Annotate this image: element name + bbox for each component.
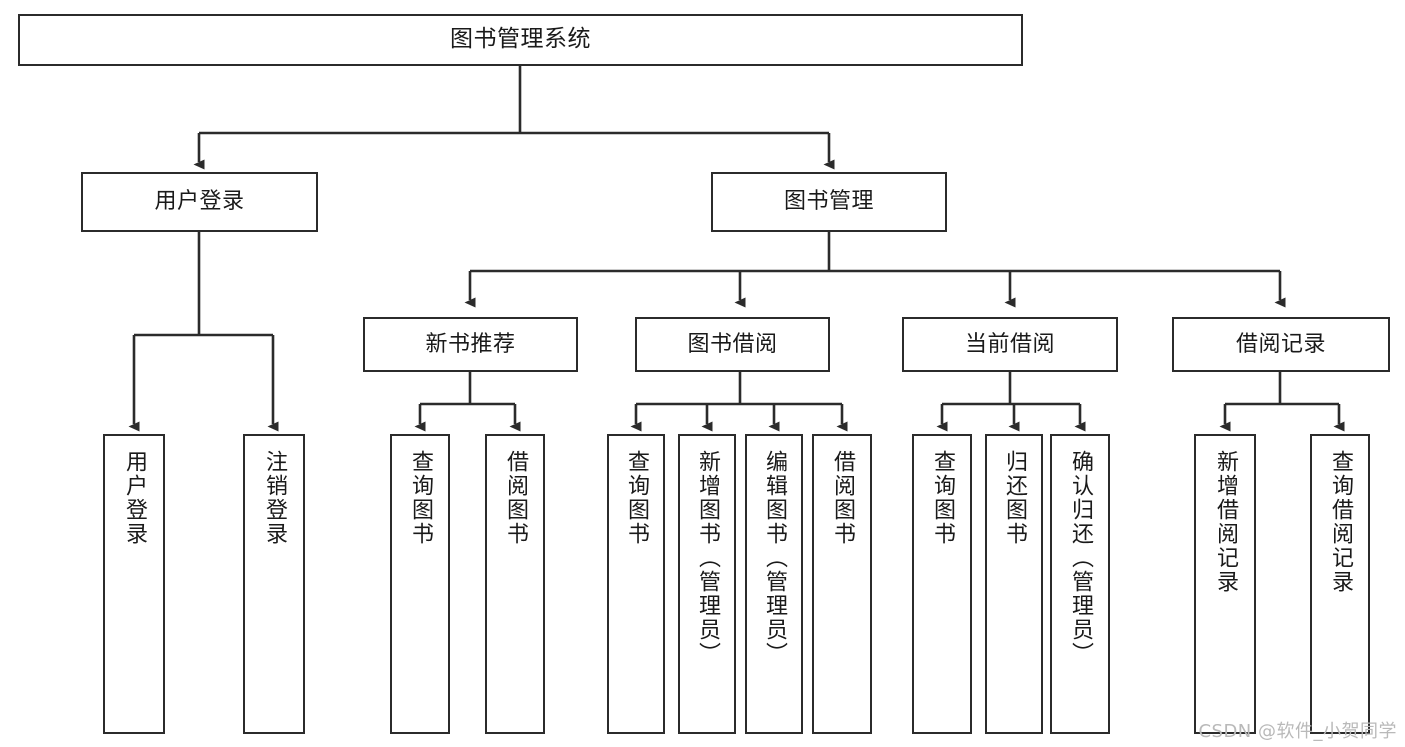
leaf-user-login[interactable]: 用户登录 <box>103 434 165 734</box>
node-root-system-label: 图书管理系统 <box>450 26 591 53</box>
node-user-login-label: 用户登录 <box>154 189 245 215</box>
leaf-add-record-label: 新增借阅记录 <box>1213 450 1238 594</box>
node-book-management[interactable]: 图书管理 <box>711 172 947 232</box>
leaf-user-login-label: 用户登录 <box>122 450 147 546</box>
leaf-query-book-1-label: 查询图书 <box>408 450 433 546</box>
node-current-borrow-label: 当前借阅 <box>964 331 1055 357</box>
leaf-query-record-label: 查询借阅记录 <box>1328 450 1353 594</box>
node-borrow-record[interactable]: 借阅记录 <box>1172 317 1390 372</box>
leaf-confirm-return[interactable]: 确认归还（管理员） <box>1050 434 1110 734</box>
leaf-query-book-2-label: 查询图书 <box>624 450 649 546</box>
node-user-login[interactable]: 用户登录 <box>81 172 318 232</box>
node-current-borrow[interactable]: 当前借阅 <box>902 317 1118 372</box>
leaf-edit-book[interactable]: 编辑图书（管理员） <box>745 434 803 734</box>
leaf-edit-book-label: 编辑图书（管理员） <box>762 450 787 666</box>
node-root-system[interactable]: 图书管理系统 <box>18 14 1023 66</box>
leaf-query-record[interactable]: 查询借阅记录 <box>1310 434 1370 734</box>
leaf-logout-login-label: 注销登录 <box>262 450 287 546</box>
leaf-query-book-2[interactable]: 查询图书 <box>607 434 665 734</box>
node-new-book-recommend-label: 新书推荐 <box>425 331 516 357</box>
node-new-book-recommend[interactable]: 新书推荐 <box>363 317 578 372</box>
leaf-borrow-book-2[interactable]: 借阅图书 <box>812 434 872 734</box>
leaf-borrow-book-1-label: 借阅图书 <box>503 450 528 546</box>
leaf-add-record[interactable]: 新增借阅记录 <box>1194 434 1256 734</box>
leaf-query-book-3-label: 查询图书 <box>930 450 955 546</box>
leaf-query-book-3[interactable]: 查询图书 <box>912 434 972 734</box>
leaf-add-book[interactable]: 新增图书（管理员） <box>678 434 736 734</box>
leaf-add-book-label: 新增图书（管理员） <box>695 450 720 666</box>
leaf-borrow-book-2-label: 借阅图书 <box>830 450 855 546</box>
leaf-return-book[interactable]: 归还图书 <box>985 434 1043 734</box>
node-book-borrow[interactable]: 图书借阅 <box>635 317 830 372</box>
leaf-query-book-1[interactable]: 查询图书 <box>390 434 450 734</box>
leaf-confirm-return-label: 确认归还（管理员） <box>1068 450 1093 666</box>
leaf-borrow-book-1[interactable]: 借阅图书 <box>485 434 545 734</box>
leaf-return-book-label: 归还图书 <box>1002 450 1027 546</box>
node-book-borrow-label: 图书借阅 <box>687 331 778 357</box>
leaf-logout-login[interactable]: 注销登录 <box>243 434 305 734</box>
node-book-management-label: 图书管理 <box>783 189 874 215</box>
node-borrow-record-label: 借阅记录 <box>1235 331 1326 357</box>
